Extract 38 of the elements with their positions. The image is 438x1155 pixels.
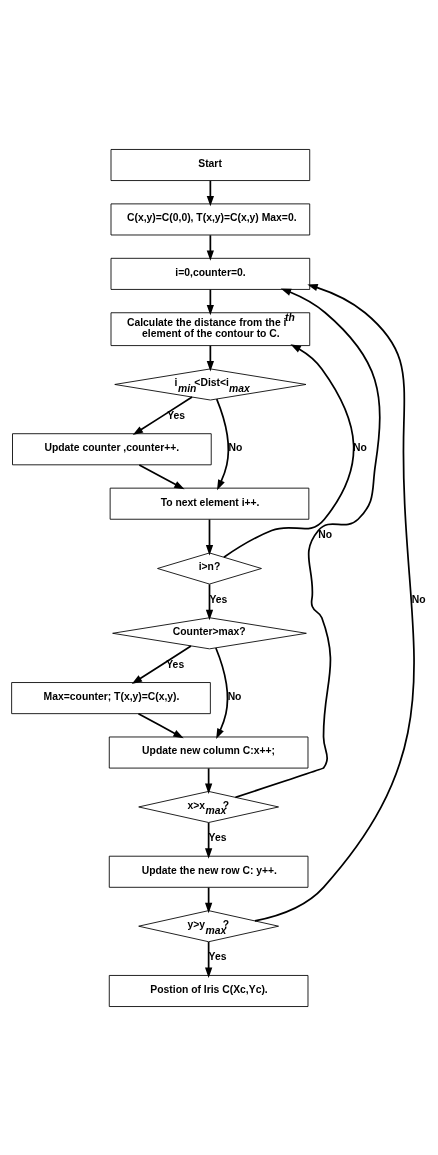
- arrow: [215, 646, 229, 739]
- arrow: [131, 644, 192, 684]
- edge-label: Yes: [166, 658, 185, 670]
- arrow: [215, 397, 230, 490]
- edge-label: Yes: [208, 831, 227, 843]
- arrow: [206, 344, 214, 371]
- edge-label: Yes: [209, 593, 228, 605]
- arrow: [206, 179, 214, 206]
- edge-label: No: [318, 528, 333, 540]
- node-box: Postion of Iris C(Xc,Yc).: [108, 974, 309, 1007]
- arrow: [234, 288, 381, 798]
- arrow: [205, 940, 213, 978]
- arrow: [254, 283, 415, 922]
- arrow: [205, 582, 214, 620]
- arrow: [206, 233, 214, 261]
- node-box: Update new column C:x++;: [108, 736, 309, 768]
- node-box: Update the new row C: y++.: [108, 855, 309, 888]
- arrow: [205, 518, 214, 555]
- edge-label: No: [227, 690, 242, 702]
- arrow: [132, 395, 193, 435]
- edge-label: No: [352, 441, 367, 453]
- node-box: To next element i++.: [109, 487, 310, 520]
- arrow: [223, 343, 355, 558]
- node-box: Start: [110, 148, 311, 181]
- node-box: i=0,counter=0.: [110, 257, 311, 290]
- arrow: [137, 712, 184, 738]
- arrow: [206, 288, 214, 315]
- node-diamond: Counter>max?: [112, 616, 307, 649]
- edge-label: No: [228, 441, 243, 453]
- node-diamond: i>n?: [157, 552, 262, 584]
- arrow: [138, 463, 185, 489]
- node-box: Update counter ,counter++.: [12, 432, 212, 465]
- arrow: [205, 821, 213, 859]
- edge-label: Yes: [167, 409, 186, 421]
- node-box: C(x,y)=C(0,0), T(x,y)=C(x,y) Max=0.: [110, 202, 311, 235]
- edge-label: Yes: [208, 950, 227, 962]
- node-box: Max=counter; T(x,y)=C(x,y).: [11, 681, 211, 714]
- edge-label: No: [411, 593, 426, 605]
